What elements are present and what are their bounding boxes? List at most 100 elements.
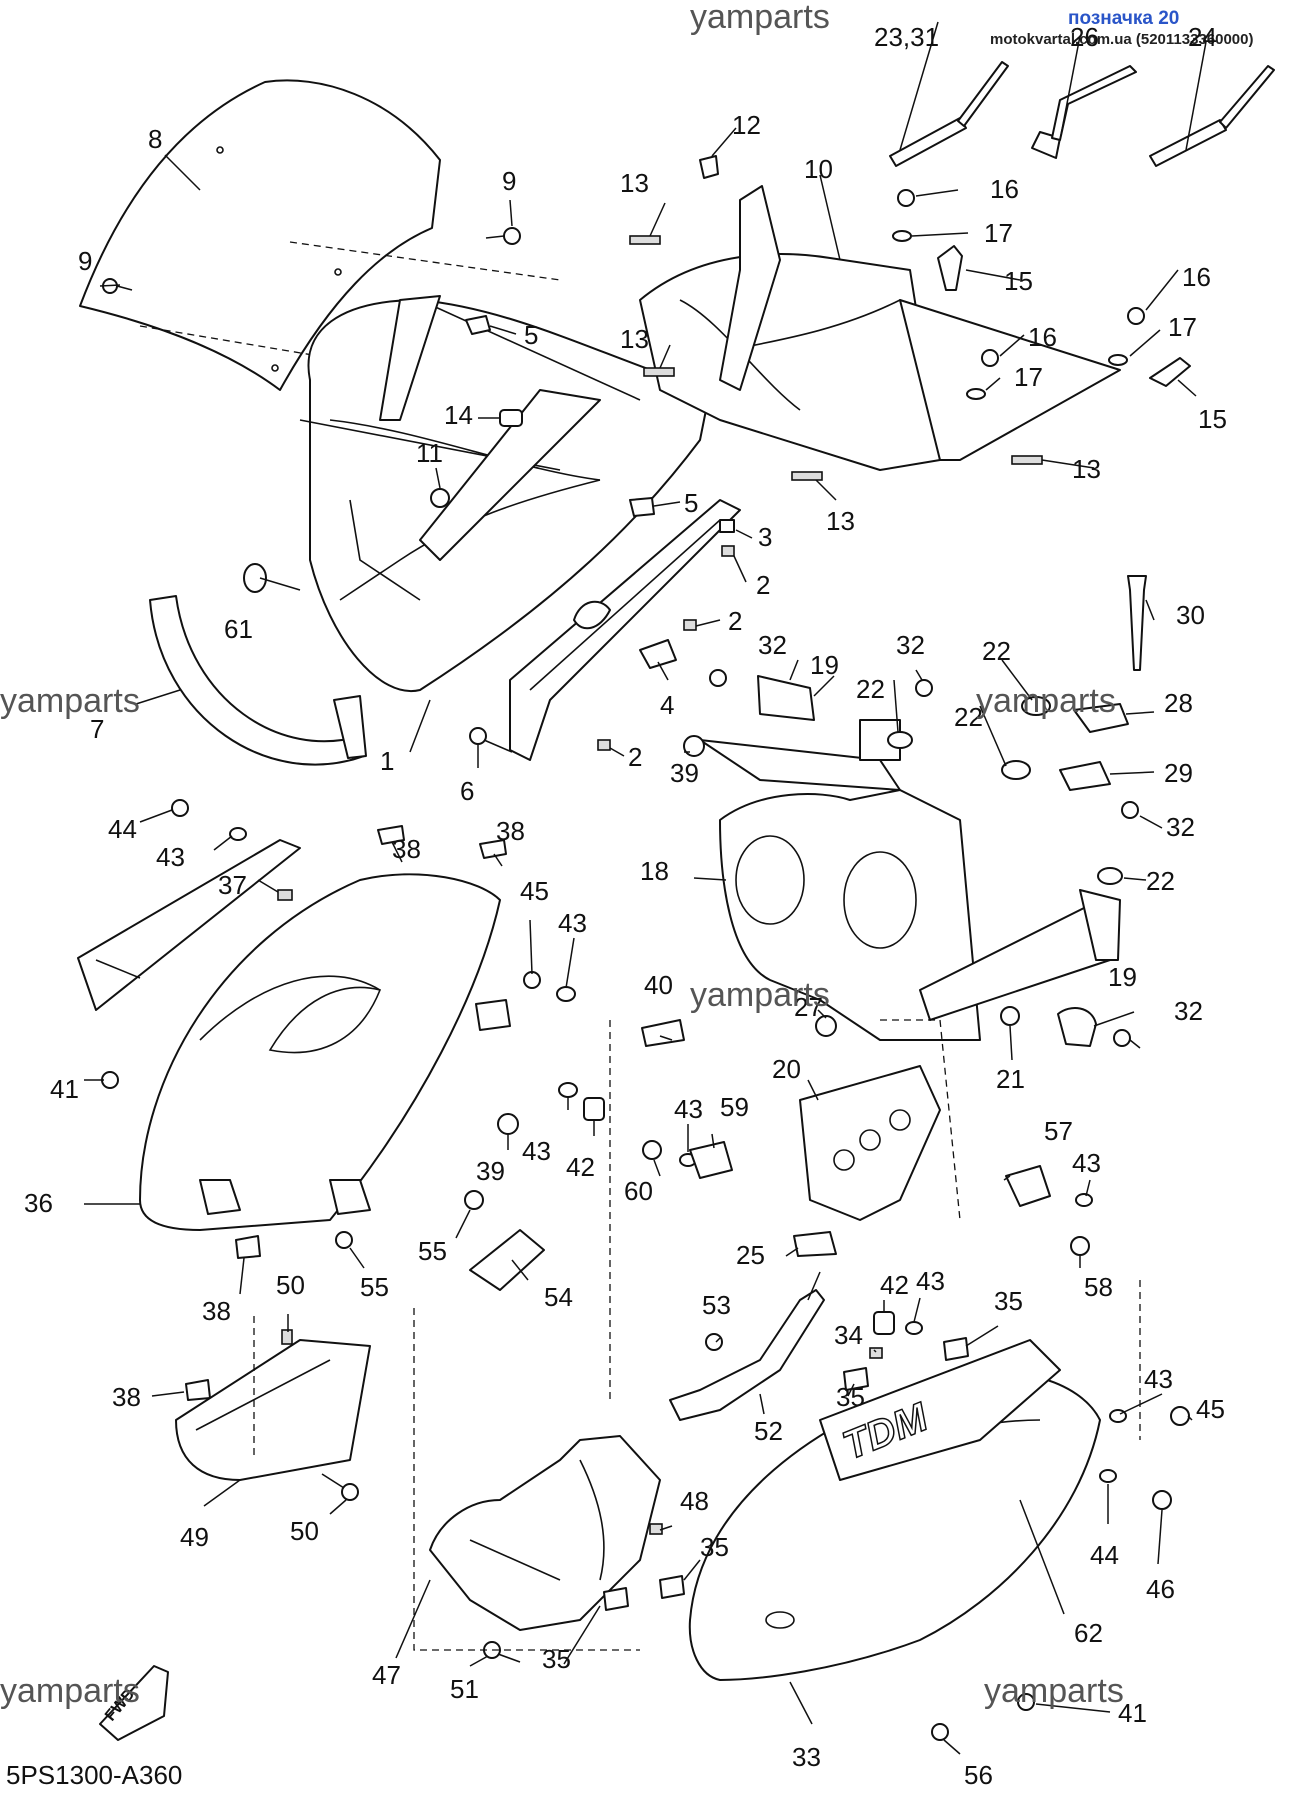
clip-35-c: [943, 1337, 969, 1361]
lower-left-panel: [175, 1339, 371, 1481]
clip-28: [1073, 703, 1129, 733]
callout-35-c: 35: [700, 1532, 729, 1562]
clip-4: [639, 639, 677, 669]
callout-51: 52: [754, 1416, 783, 1446]
grommet-39-b: [497, 1113, 519, 1135]
watermark-left: yamparts: [0, 682, 140, 720]
bracket-56: [1005, 1165, 1051, 1207]
callout-32-d: 32: [1174, 996, 1203, 1026]
header-site: motokvartal.com.ua (5201133360000): [990, 31, 1254, 48]
callout-23-31: 23,31: [874, 22, 939, 52]
bolt-32-c: [1121, 801, 1139, 819]
inner-panel: [639, 185, 1121, 471]
grommet-13-c: [791, 471, 823, 481]
rivet-55-b: [931, 1723, 949, 1741]
washer-17-b: [966, 388, 986, 400]
callout-52: 53: [702, 1290, 731, 1320]
callout-8: 8: [148, 124, 162, 154]
callout-61: 62: [1074, 1618, 1103, 1648]
callout-19-a: 19: [810, 650, 839, 680]
cable-tie-23-31: [889, 61, 1009, 167]
bolt-44-a: [171, 799, 189, 817]
grommet-47: [649, 1523, 663, 1535]
nut-3: [719, 519, 735, 533]
callout-43-g: 43: [1144, 1364, 1173, 1394]
callout-35-a: 35: [994, 1286, 1023, 1316]
windscreen: [79, 79, 441, 391]
callout-4: 4: [660, 690, 674, 720]
washer-43-a: [229, 827, 247, 841]
grommet-22-c: [887, 731, 913, 749]
callout-29: 29: [1164, 758, 1193, 788]
clip-58: [689, 1141, 733, 1179]
callout-38-c: 38: [202, 1296, 231, 1326]
grommet-13-a: [629, 235, 661, 245]
callout-42-a: 42: [566, 1152, 595, 1182]
callout-32-b: 32: [896, 630, 925, 660]
nut-2-b: [683, 619, 697, 631]
callout-55-b: 56: [964, 1760, 993, 1790]
callout-12: 12: [732, 110, 761, 140]
bolt-32-d: [1113, 1029, 1131, 1047]
callout-36: 36: [24, 1188, 53, 1218]
screw-16-b: [981, 349, 999, 367]
callout-35-d: 35: [542, 1644, 571, 1674]
grommet-39-a: [683, 735, 705, 757]
bolt-12: [699, 155, 719, 179]
callout-43-f: 43: [1072, 1148, 1101, 1178]
screw-9-right: [485, 227, 521, 245]
callout-40: 40: [644, 970, 673, 1000]
bolt-32-b: [915, 679, 933, 697]
callout-50-a: 50: [290, 1516, 319, 1546]
grommet-34: [869, 1347, 883, 1359]
watermark-bottom-right: yamparts: [984, 1672, 1124, 1710]
leader-lines: [84, 21, 1207, 1755]
callout-5-b: 5: [684, 488, 698, 518]
washer-17-c: [1108, 354, 1128, 366]
bolt-14: [499, 409, 523, 427]
callout-34: 34: [834, 1320, 863, 1350]
bolt-30: [1127, 575, 1147, 671]
clip-29: [1059, 761, 1111, 791]
headlight-stay: [699, 719, 1121, 1041]
callout-13-d: 13: [1072, 454, 1101, 484]
callout-43-h: 44: [1090, 1540, 1119, 1570]
callout-30: 30: [1176, 600, 1205, 630]
callout-43-b: 43: [558, 908, 587, 938]
callout-9-a: 9: [78, 246, 92, 276]
collar-42-a: [583, 1097, 605, 1121]
callout-60: 61: [224, 614, 253, 644]
diagram-code: 5PS1300-A360: [6, 1760, 182, 1790]
screw-16-c: [1127, 307, 1145, 325]
reflector-60: [243, 563, 267, 593]
grommet-11: [430, 488, 450, 508]
callout-38-b: 38: [496, 816, 525, 846]
collar-42-b: [873, 1311, 895, 1335]
callout-27: 27: [794, 992, 823, 1022]
clip-40b: [475, 999, 511, 1031]
cable-tie-24: [1149, 65, 1275, 167]
callout-38-d: 38: [112, 1382, 141, 1412]
screw-50-a: [321, 1473, 359, 1501]
bolt-54: [464, 1190, 484, 1210]
bolt-21: [1000, 1006, 1020, 1026]
watermark-center: yamparts: [690, 976, 830, 1014]
callout-43-c: 43: [522, 1136, 551, 1166]
callout-19-b: 19: [1108, 962, 1137, 992]
bolt-59: [642, 1140, 662, 1160]
nut-2-a: [721, 545, 735, 557]
callout-2-b: 2: [728, 606, 742, 636]
bolt-52: [705, 1333, 723, 1351]
callout-32-c: 32: [1166, 812, 1195, 842]
washer-43-c: [558, 1082, 578, 1098]
callout-25: 25: [736, 1240, 765, 1270]
callout-45-b: 46: [1146, 1574, 1175, 1604]
bolt-57: [1070, 1236, 1090, 1256]
clip-35-d: [843, 1367, 869, 1391]
callout-57: 58: [1084, 1272, 1113, 1302]
washer-43-h: [1075, 1193, 1093, 1207]
callout-59: 60: [624, 1176, 653, 1206]
callout-41-b: 41: [1118, 1698, 1147, 1728]
grommet-22-b: [1001, 760, 1031, 780]
